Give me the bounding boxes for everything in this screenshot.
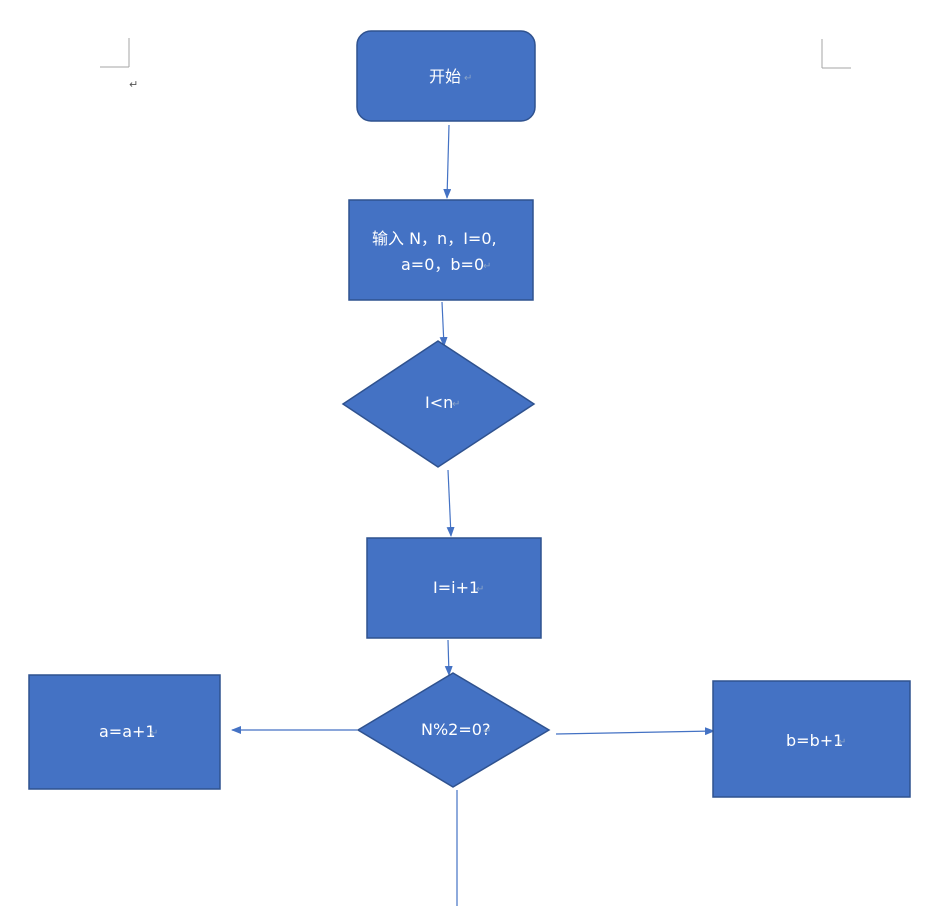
even-check-node[interactable]: N%2=0? ↵: [356, 672, 551, 788]
page-corner-mark-right: [821, 39, 851, 69]
arrow-start-to-input: [443, 124, 452, 199]
arrow-even-check-to-b: [555, 727, 715, 736]
loop-condition-node[interactable]: I<n ↵: [341, 340, 536, 468]
input-label-line-1: 输入 N，n，I=0,: [372, 229, 497, 248]
paragraph-mark: ↵: [129, 78, 138, 91]
input-node[interactable]: 输入 N，n，I=0, a=0，b=0 ↵: [348, 199, 534, 301]
loop-condition-para-mark: ↵: [452, 399, 460, 410]
even-check-label: N%2=0?: [421, 720, 490, 739]
loop-condition-label: I<n: [425, 393, 453, 412]
increment-para-mark: ↵: [476, 584, 484, 595]
increment-node[interactable]: I=i+1 ↵: [366, 537, 542, 639]
a-increment-para-mark: ↵: [150, 728, 158, 739]
even-check-para-mark: ↵: [483, 726, 491, 737]
input-label-line-2: a=0，b=0: [401, 255, 484, 274]
a-increment-label: a=a+1: [99, 722, 156, 741]
b-increment-label: b=b+1: [786, 731, 843, 750]
page-corner-mark-left: [100, 38, 130, 68]
start-node[interactable]: 开始 ↵: [356, 30, 536, 122]
b-increment-node[interactable]: b=b+1 ↵: [712, 680, 911, 798]
arrow-increment-to-even-check: [444, 639, 453, 676]
arrow-input-to-condition: [439, 301, 448, 347]
a-increment-node[interactable]: a=a+1 ↵: [28, 674, 221, 790]
start-para-mark: ↵: [464, 73, 472, 84]
input-para-mark: ↵: [483, 261, 491, 272]
start-label: 开始: [429, 67, 461, 86]
arrow-condition-to-increment: [446, 469, 455, 537]
increment-label: I=i+1: [433, 578, 479, 597]
b-increment-para-mark: ↵: [838, 737, 846, 748]
